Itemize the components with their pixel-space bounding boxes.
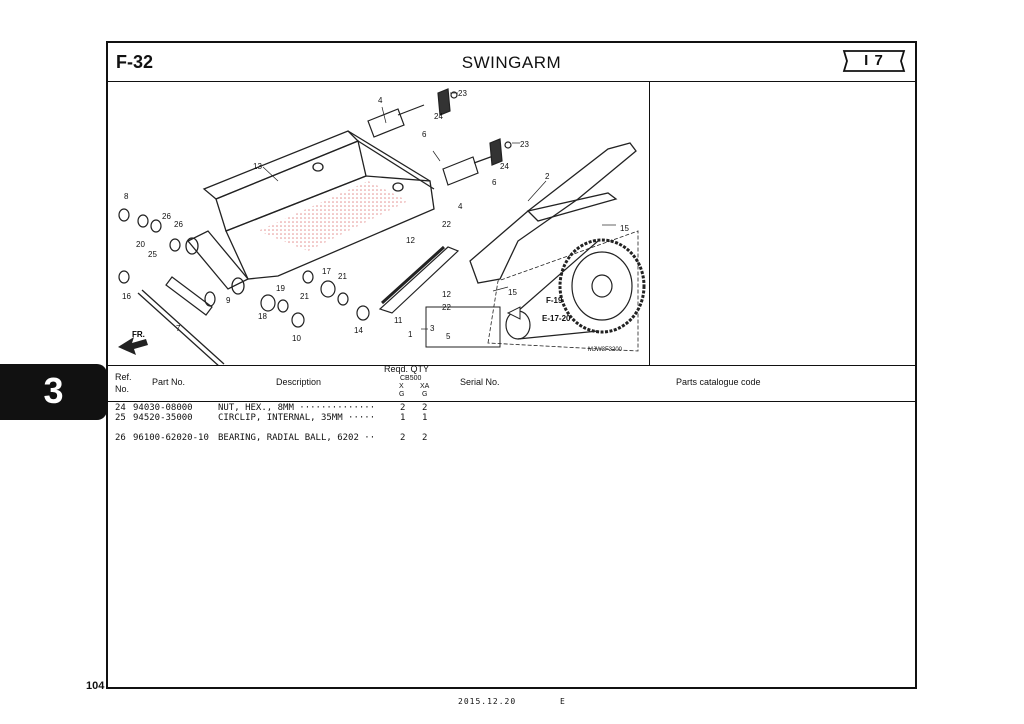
table-header: Ref. No. Part No. Description Reqd. QTY … (108, 364, 915, 402)
ref-7: 7 (176, 324, 181, 333)
ref-12: 12 (406, 236, 415, 245)
col-x-sub: G (399, 391, 405, 398)
ref-2: 2 (545, 172, 550, 181)
col-x-header: X (399, 383, 404, 390)
row-qty-xa: 1 (422, 413, 428, 423)
swingarm-diagram: FR. 4 23 24 6 23 24 (118, 88, 646, 378)
chain-slider (378, 245, 460, 314)
row-part-no: 96100-62020-10 (133, 433, 209, 443)
row-description: CIRCLIP, INTERNAL, 35MM ····· (218, 413, 376, 423)
cross-ref-e1720: E-17-20 (542, 314, 571, 323)
page-header: F-32 SWINGARM I 7 (108, 43, 915, 82)
col-xa-sub: G (422, 391, 428, 398)
badge-label: I 7 (864, 52, 884, 69)
section-tab: 3 (0, 364, 107, 420)
ref-15: 15 (620, 224, 629, 233)
drive-chain (505, 238, 646, 340)
front-arrow-icon: FR. (118, 330, 148, 355)
col-model-header: CB500 (400, 375, 422, 382)
ref-3: 3 (430, 324, 435, 333)
ref-26: 26 (162, 212, 171, 221)
ref-8: 8 (124, 192, 129, 201)
ref-25: 25 (148, 250, 157, 259)
ref-12: 12 (442, 290, 451, 299)
ref-23: 23 (458, 89, 467, 98)
col-partno-header: Part No. (152, 377, 186, 387)
blank-panel (650, 81, 915, 366)
row-qty-x: 1 (400, 413, 406, 423)
ref-14: 14 (354, 326, 363, 335)
ref-21: 21 (300, 292, 309, 301)
row-qty-xa: 2 (422, 403, 428, 413)
exploded-diagram: FR. 4 23 24 6 23 24 (108, 81, 650, 378)
front-label: FR. (132, 330, 145, 339)
col-ref-header-2: No. (115, 384, 130, 394)
row-qty-xa: 2 (422, 433, 428, 443)
row-qty-x: 2 (400, 433, 406, 443)
left-bearings (118, 208, 181, 284)
ref-4: 4 (458, 202, 463, 211)
chain-adjusters (367, 88, 512, 186)
row-part-no: 94030-08000 (133, 403, 193, 413)
footer-edition: E (560, 697, 565, 706)
table-row: 25 94520-35000 CIRCLIP, INTERNAL, 35MM ·… (108, 413, 915, 425)
ref-16: 16 (122, 292, 131, 301)
ref-26: 26 (174, 220, 183, 229)
row-ref: 26 (115, 433, 126, 443)
row-qty-x: 2 (400, 403, 406, 413)
ref-21: 21 (338, 272, 347, 281)
cross-ref-f19: F-19 (546, 296, 563, 305)
row-ref: 25 (115, 413, 126, 423)
ref-11: 11 (394, 316, 403, 325)
ref-20: 20 (136, 240, 145, 249)
ref-1: 1 (408, 330, 413, 339)
row-part-no: 94520-35000 (133, 413, 193, 423)
footer-date: 2015.12.20 (458, 697, 517, 706)
table-row: 24 94030-08000 NUT, HEX., 8MM ··········… (108, 403, 915, 415)
pivot-collar (165, 276, 216, 316)
ref-24: 24 (434, 112, 443, 121)
ref-6: 6 (492, 178, 497, 187)
ref-17: 17 (322, 267, 331, 276)
ref-15: 15 (508, 288, 517, 297)
leader-lines (262, 92, 616, 330)
ref-18: 18 (258, 312, 267, 321)
row-ref: 24 (115, 403, 126, 413)
row-description: BEARING, RADIAL BALL, 6202 ·· (218, 433, 376, 443)
illustration-code: MJW3F3200 (588, 347, 623, 353)
col-ref-header: Ref. (115, 372, 132, 382)
ref-5: 5 (446, 332, 451, 341)
section-badge: I 7 (841, 48, 907, 74)
page-title: SWINGARM (461, 53, 562, 72)
chain-case (469, 142, 637, 284)
ref-19: 19 (276, 284, 285, 293)
catalogue-frame: F-32 SWINGARM I 7 (106, 41, 917, 689)
ref-6: 6 (422, 130, 427, 139)
ref-24: 24 (500, 162, 509, 171)
section-tab-label: 3 (43, 370, 64, 411)
col-qty-header: Reqd. QTY (384, 364, 430, 374)
right-bearings (260, 270, 370, 328)
ref-23: 23 (520, 140, 529, 149)
row-description: NUT, HEX., 8MM ·············· (218, 403, 376, 413)
col-xa-header: XA (420, 383, 430, 390)
page-number: 104 (86, 680, 105, 692)
ref-13: 13 (253, 162, 262, 171)
ref-10: 10 (292, 334, 301, 343)
col-description-header: Description (276, 377, 322, 387)
ref-4: 4 (378, 96, 383, 105)
badge-outline-icon (842, 50, 906, 72)
table-row: 26 96100-62020-10 BEARING, RADIAL BALL, … (108, 433, 915, 445)
ref-9: 9 (226, 296, 231, 305)
col-catalogue-header: Parts catalogue code (676, 377, 761, 387)
figure-number: F-32 (116, 52, 154, 72)
col-serial-header: Serial No. (460, 377, 500, 387)
ref-22: 22 (442, 303, 451, 312)
watermark-pattern (258, 181, 408, 251)
swingarm-body (185, 130, 435, 295)
ref-22: 22 (442, 220, 451, 229)
